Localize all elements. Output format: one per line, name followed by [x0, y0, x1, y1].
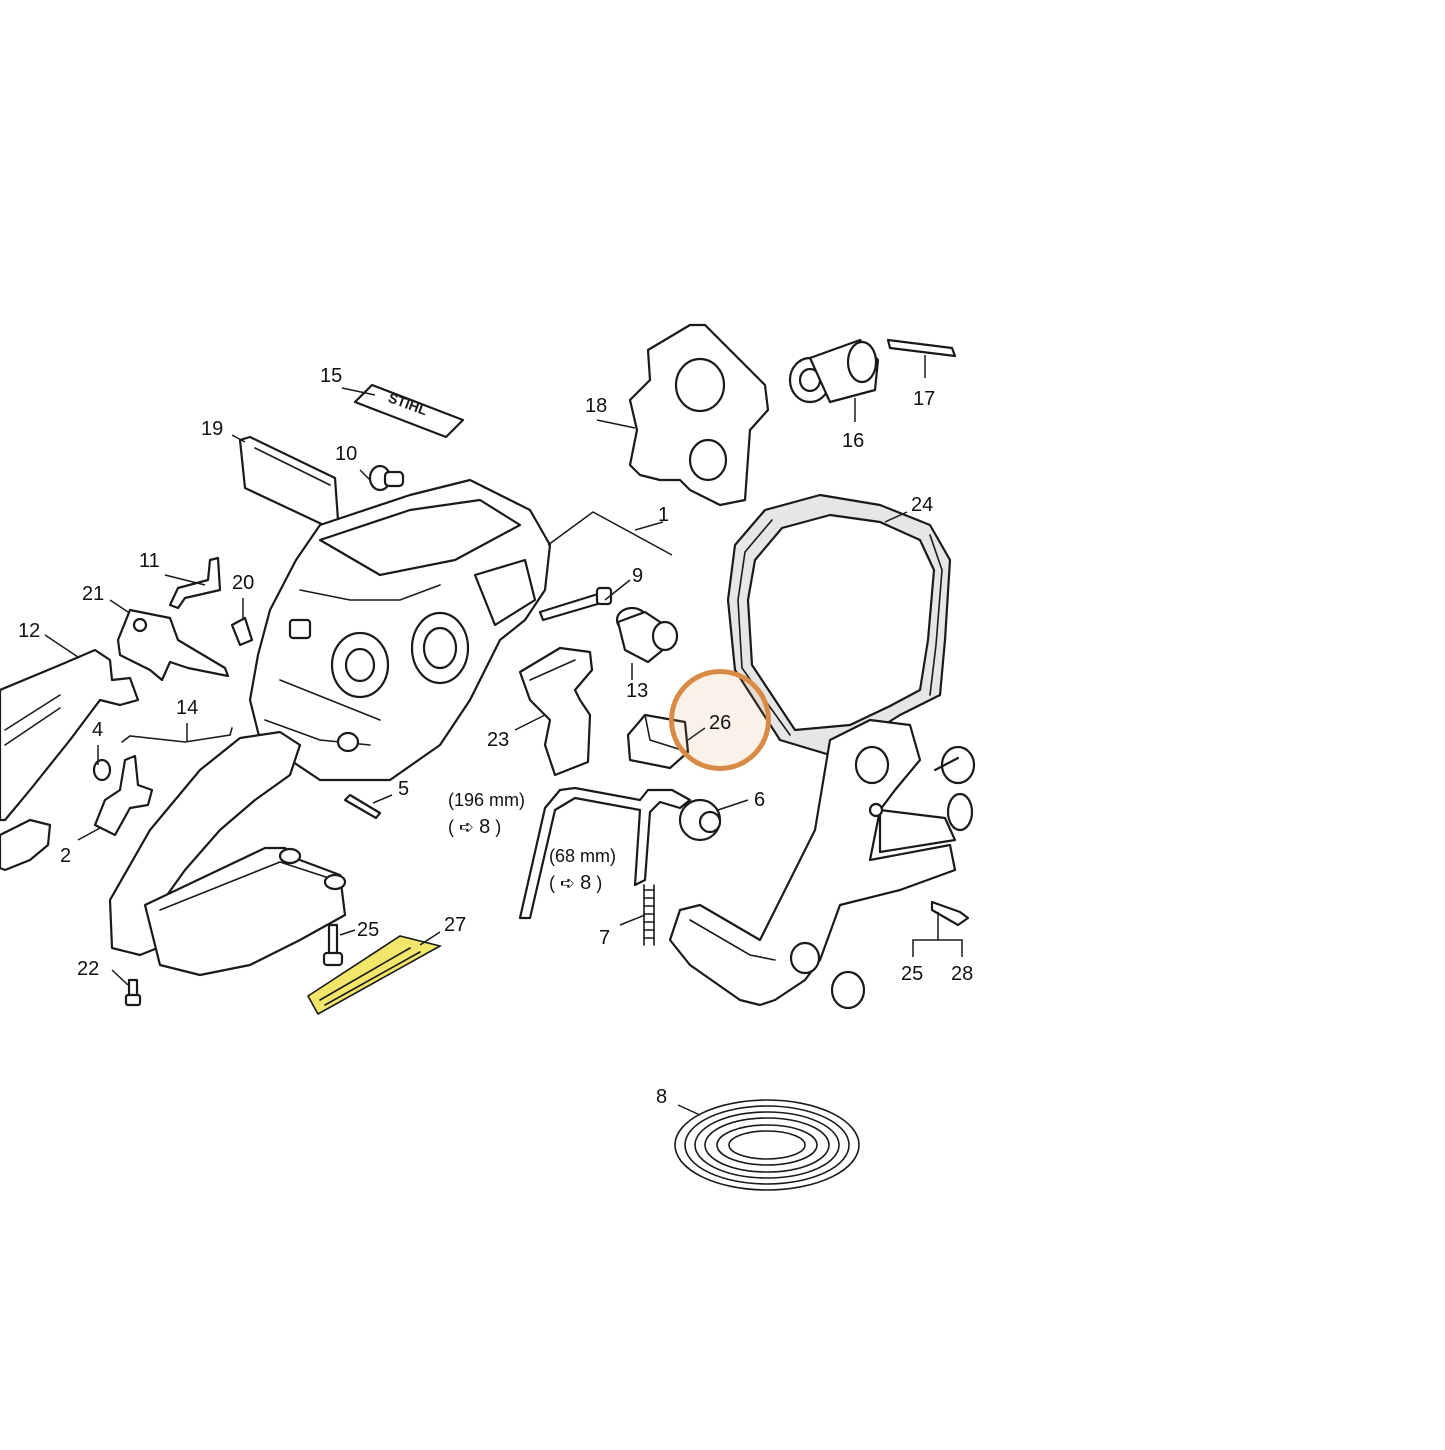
part-14-wire-link	[121, 727, 233, 743]
part-21-lever-assembly	[116, 608, 230, 682]
part-10-plug	[368, 464, 405, 492]
callout-25-right: 25	[901, 963, 924, 985]
part-12-hand-guard	[0, 648, 140, 822]
callout-28: 28	[951, 963, 974, 985]
callout-15: 15	[320, 365, 343, 387]
part-20-bracket	[230, 616, 254, 647]
callout-9: 9	[632, 565, 644, 587]
part-1-crankcase	[248, 478, 552, 782]
part-18-shroud	[628, 323, 770, 507]
hose-short-length: (68 mm)	[549, 846, 616, 866]
callout-7: 7	[599, 927, 611, 949]
part-15-brand-decal: STIHL	[353, 383, 465, 439]
callout-23: 23	[487, 729, 510, 751]
open-paren: (	[549, 873, 555, 893]
part-17-spring	[886, 338, 957, 358]
fuel-hose	[518, 786, 692, 920]
callout-19: 19	[201, 418, 224, 440]
part-24-handlebar	[726, 493, 952, 757]
rear-handle-frame	[668, 718, 957, 1007]
callout-8-short: 8	[580, 872, 592, 894]
callout-26: 26	[709, 712, 732, 734]
callout-14: 14	[176, 697, 199, 719]
part-5-pin	[343, 793, 382, 820]
part-2-trigger	[0, 754, 154, 872]
callout-17: 17	[913, 388, 936, 410]
callout-12: 12	[18, 620, 41, 642]
part-8-coil-hose	[674, 1099, 860, 1191]
callout-4: 4	[92, 719, 104, 741]
close-paren: )	[495, 817, 502, 837]
callout-11: 11	[139, 550, 160, 572]
part-23-baffle	[518, 646, 594, 777]
part-4-circlip	[92, 758, 112, 782]
callout-10: 10	[335, 443, 358, 465]
part-19-cover-plate	[238, 435, 340, 529]
callout-6: 6	[754, 789, 766, 811]
callout-21: 21	[82, 583, 105, 605]
right-arrow-icon: ➪	[560, 873, 576, 893]
part-9-screw	[538, 586, 613, 622]
open-paren: (	[448, 817, 454, 837]
callout-25-left: 25	[357, 919, 380, 941]
callout-2: 2	[60, 845, 72, 867]
hose-long-length: (196 mm)	[448, 790, 526, 810]
part-25-screw-left	[322, 923, 344, 967]
callout-13: 13	[626, 680, 649, 702]
callout-1: 1	[658, 504, 670, 526]
callout-20: 20	[232, 572, 255, 594]
hose-long-reference: ( ➪ 8 )	[448, 817, 501, 837]
highlight-ring	[669, 669, 771, 771]
part-27-warning-decal	[306, 935, 443, 1016]
side-caps	[830, 745, 976, 1010]
part-13-buffer	[615, 606, 679, 664]
part-16-buffer	[788, 338, 880, 404]
close-paren: )	[596, 873, 603, 893]
rear-handle-tank	[108, 730, 347, 977]
part-22-screw	[124, 978, 142, 1007]
hose-short-reference: ( ➪ 8 )	[549, 873, 602, 893]
callout-16: 16	[842, 430, 865, 452]
part-11-clip	[168, 556, 222, 610]
part-7-spring	[643, 884, 655, 946]
callout-24: 24	[911, 494, 934, 516]
callout-27: 27	[444, 914, 467, 936]
callout-18: 18	[585, 395, 608, 417]
callout-22: 22	[77, 958, 100, 980]
callout-8-coil: 8	[656, 1086, 668, 1108]
leader-lines	[44, 355, 963, 1116]
part-6-valve	[678, 798, 722, 842]
callout-8-long: 8	[479, 816, 491, 838]
callout-5: 5	[398, 778, 410, 800]
right-arrow-icon: ➪	[459, 817, 475, 837]
